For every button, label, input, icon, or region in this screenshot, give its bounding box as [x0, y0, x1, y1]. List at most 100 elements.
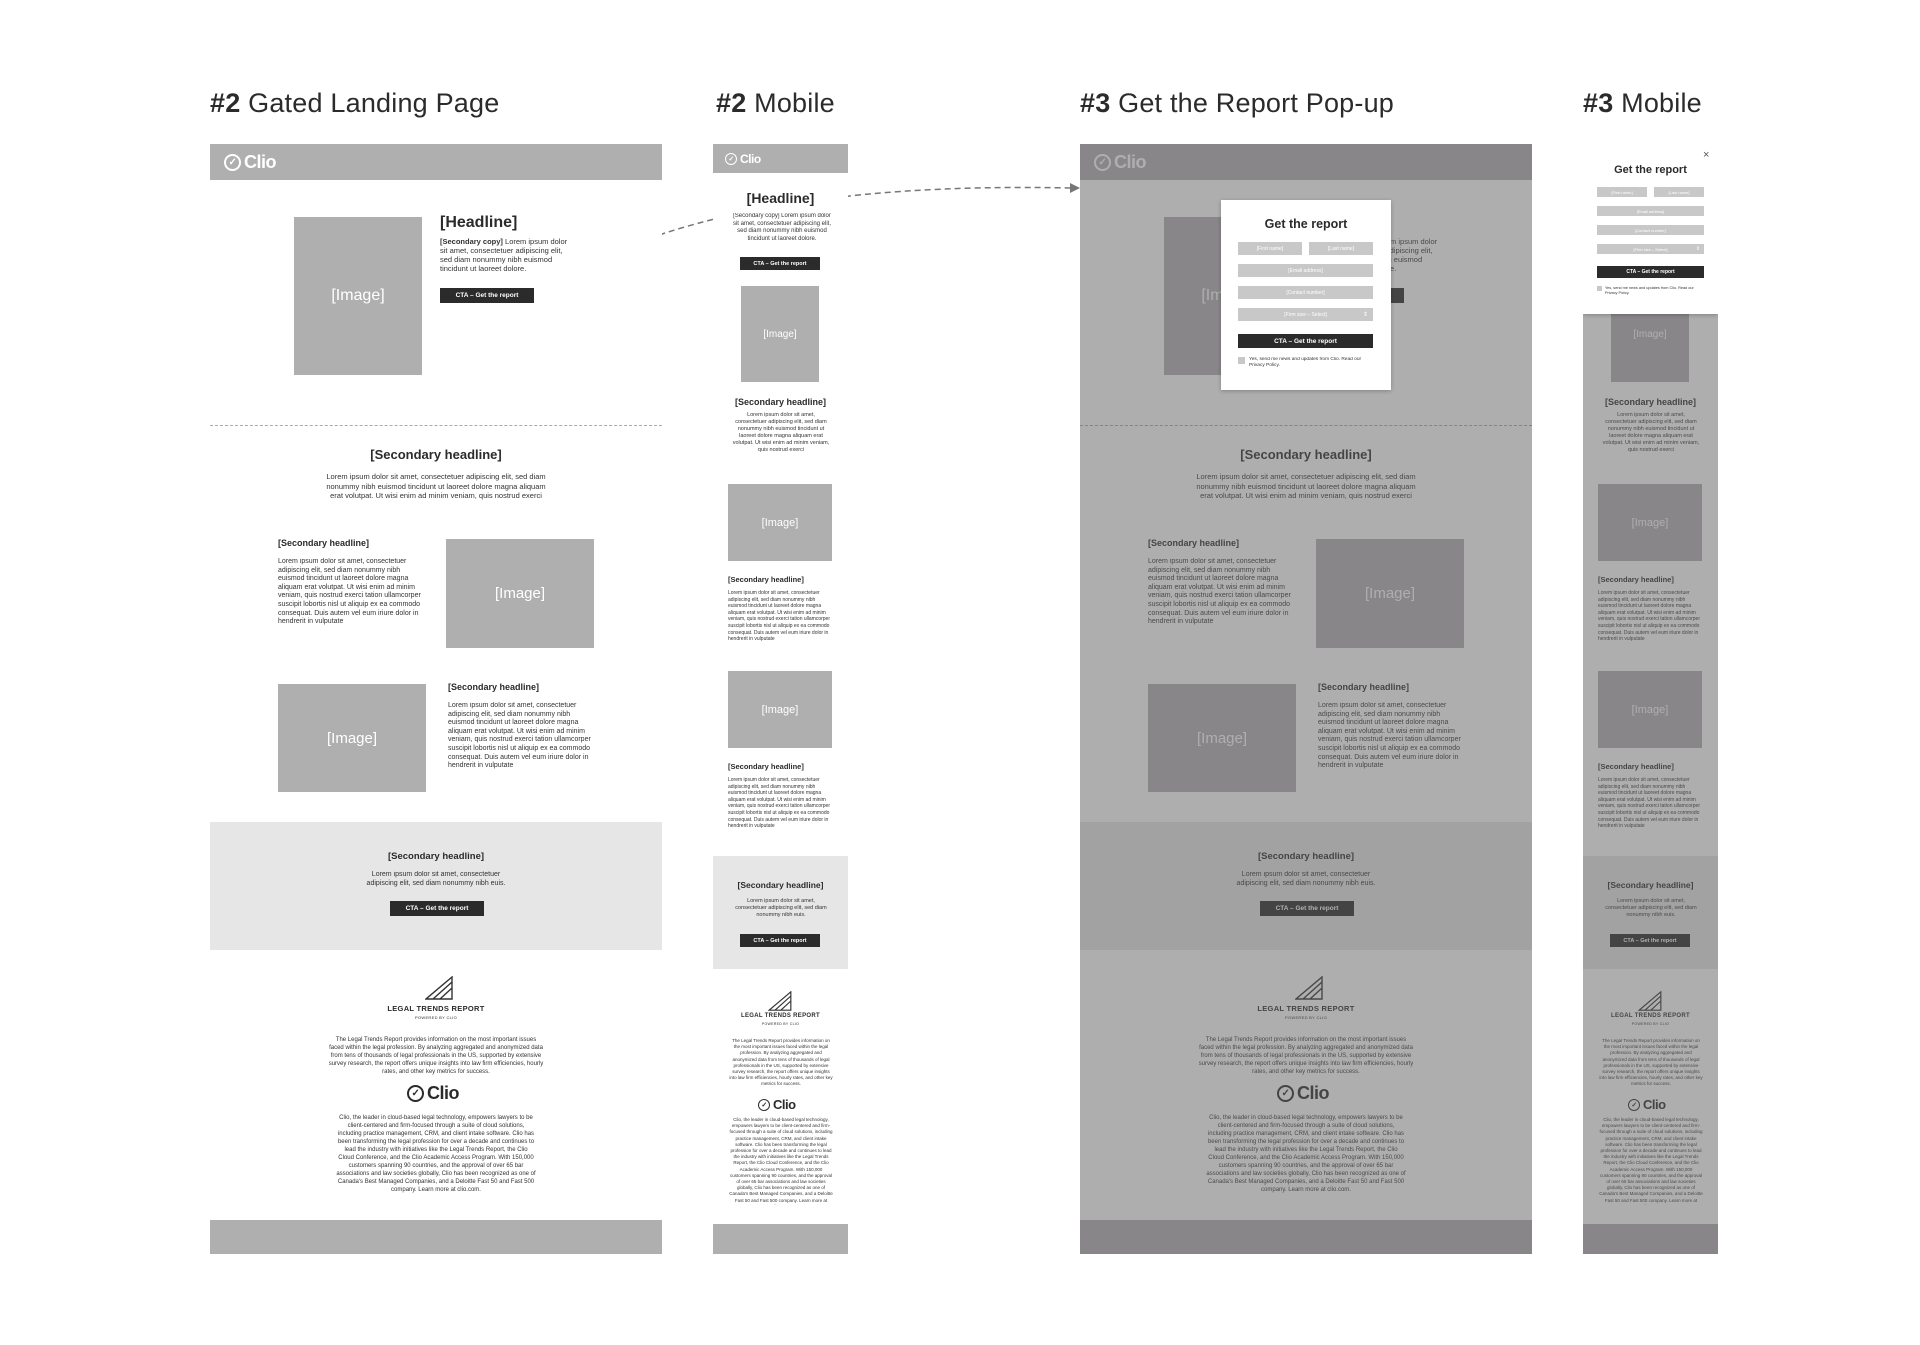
mobile-landing-frame: ✓ Clio [Headline] [Secondary copy] Lorem… [713, 144, 848, 1254]
mobile-legal-trends-icon-path [768, 991, 792, 1011]
popup-desktop-frame: ✓ Clio [Image] [Headline] [Secondary cop… [1080, 144, 1532, 1254]
clio-about-logo: ✓ Clio [407, 1083, 460, 1104]
label-gated-landing: #2 Gated Landing Page [210, 88, 500, 118]
popup-site-header: ✓ Clio [1080, 144, 1532, 180]
label-popup: #3 Get the Report Pop-up [1080, 88, 1395, 118]
popup-bg-feature2-headline: [Secondary headline] [1318, 682, 1410, 692]
popup-mobile-frame: [Image] [Secondary headline] Lorem ipsum… [1583, 144, 1718, 1254]
label-mobile-2: #2 Mobile [716, 88, 835, 118]
popup-m-legal-trends-powered: POWERED BY CLIO [1631, 1022, 1670, 1026]
popup-m-intro-text: Lorem ipsum dolor sit amet, consectetuer… [1602, 412, 1700, 453]
mobile-consent-text: Yes, send me news and updates from Clio.… [1605, 286, 1694, 295]
label-mobile-3: #3 Mobile [1583, 88, 1702, 118]
mobile-header: ✓ Clio [713, 144, 848, 173]
cta-band-text: Lorem ipsum dolor sit amet, consectetuer… [366, 871, 506, 887]
popup-bg-feature2-text: Lorem ipsum dolor sit amet, consectetuer… [1318, 702, 1461, 770]
mobile-intro-text: Lorem ipsum dolor sit amet, consectetuer… [732, 412, 830, 453]
mobile-contact-field[interactable]: [Contact number] [1597, 225, 1704, 235]
popup-m-cta-button: CTA – Get the report [1610, 934, 1690, 947]
popup-bg-legal-trends-icon [1295, 976, 1323, 1000]
feature1-text: Lorem ipsum dolor sit amet, consectetuer… [278, 558, 421, 626]
popup-fold-divider [1080, 425, 1532, 426]
last-name-field[interactable]: [Last name] [1309, 242, 1373, 255]
cta-band: [Secondary headline] Lorem ipsum dolor s… [210, 822, 662, 950]
hero-secondary-copy: [Secondary copy] Lorem ipsum dolor sit a… [440, 237, 568, 273]
site-header: ✓ Clio [210, 144, 662, 180]
contact-field[interactable]: [Contact number] [1238, 286, 1373, 299]
popup-m-legal-trends-title: LEGAL TRENDS REPORT [1611, 1013, 1690, 1019]
mobile-legal-trends-powered: POWERED BY CLIO [761, 1022, 800, 1026]
check-circle-icon: ✓ [1628, 1098, 1640, 1111]
consent-checkbox[interactable] [1238, 357, 1245, 364]
mobile-clio-about-text: Clio, the leader in cloud-based legal te… [729, 1117, 833, 1205]
hero-headline: [Headline] [440, 214, 518, 231]
mobile-feature2-headline: [Secondary headline] [728, 762, 804, 771]
popup-m-feature1-image: [Image] [1598, 484, 1702, 561]
popup-bg-cta-button: CTA – Get the report [1260, 901, 1354, 916]
mobile-cta-headline: [Secondary headline] [737, 880, 824, 890]
mobile-hero-cta[interactable]: CTA – Get the report [740, 257, 820, 270]
feature1-image: [Image] [446, 539, 594, 648]
modal-title: Get the report [1264, 217, 1348, 231]
mobile-cta-button[interactable]: CTA – Get the report [740, 934, 820, 947]
firm-size-select[interactable]: [Firm size – Select] ⇕ [1238, 308, 1373, 321]
mobile-consent-checkbox[interactable] [1597, 286, 1602, 291]
mobile-footer [713, 1224, 848, 1254]
mobile-modal-cta[interactable]: CTA – Get the report [1597, 266, 1704, 278]
popup-m-cta-text: Lorem ipsum dolor sit amet, consectetuer… [1605, 898, 1697, 918]
check-circle-icon: ✓ [758, 1098, 770, 1111]
mobile-intro-headline: [Secondary headline] [734, 397, 827, 407]
mobile-cta-text: Lorem ipsum dolor sit amet, consectetuer… [735, 898, 827, 918]
mobile-first-name-field[interactable]: [First name] [1597, 187, 1647, 197]
popup-m-footer [1583, 1224, 1718, 1254]
popup-bg-legal-trends-title: LEGAL TRENDS REPORT [1257, 1004, 1355, 1013]
popup-m-legal-trends-icon [1638, 991, 1662, 1011]
email-field[interactable]: [Email address] [1238, 264, 1373, 277]
mobile-feature1-image: [Image] [728, 484, 832, 561]
popup-bg-feature1-image: [Image] [1316, 539, 1464, 648]
modal-cta-button[interactable]: CTA – Get the report [1238, 334, 1373, 348]
popup-bg-feature1-headline: [Secondary headline] [1148, 538, 1240, 548]
popup-bg-footer [1080, 1220, 1532, 1254]
check-circle-icon: ✓ [1094, 153, 1111, 171]
feature2-headline: [Secondary headline] [448, 682, 540, 692]
cta-band-headline: [Secondary headline] [387, 851, 485, 862]
mobile-email-field[interactable]: [Email address] [1597, 206, 1704, 216]
close-icon[interactable]: × [1703, 149, 1710, 161]
mobile-legal-trends-text: The Legal Trends Report provides informa… [729, 1038, 833, 1087]
popup-m-clio-logo: ✓ Clio [1628, 1097, 1666, 1112]
legal-trends-text: The Legal Trends Report provides informa… [328, 1037, 544, 1075]
mobile-last-name-field[interactable]: [Last name] [1654, 187, 1704, 197]
popup-m-feature1-headline: [Secondary headline] [1598, 575, 1674, 584]
popup-m-cta-headline: [Secondary headline] [1607, 880, 1694, 890]
feature2-image: [Image] [278, 684, 426, 792]
site-footer [210, 1220, 662, 1254]
check-circle-icon: ✓ [1277, 1085, 1294, 1102]
mobile-firm-size-select[interactable]: [Firm size – Select] ⇕ [1597, 244, 1704, 254]
check-circle-icon: ✓ [725, 152, 737, 165]
mobile-feature2-text: Lorem ipsum dolor sit amet, consectetuer… [728, 777, 830, 830]
clio-logo[interactable]: ✓ Clio [725, 152, 761, 166]
mobile-hero-copy: [Secondary copy] Lorem ipsum dolor sit a… [732, 213, 832, 242]
popup-bg-intro-headline: [Secondary headline] [1240, 447, 1372, 462]
legal-trends-logo-icon-path [425, 976, 453, 1000]
cta-band-button[interactable]: CTA – Get the report [390, 901, 484, 916]
popup-bg-legal-trends-icon-path [1295, 976, 1323, 1000]
legal-trends-powered: POWERED BY CLIO [415, 1015, 457, 1020]
popup-bg-cta-headline: [Secondary headline] [1257, 851, 1355, 862]
mobile-feature2-image: [Image] [728, 671, 832, 748]
popup-m-cta-band: [Secondary headline] Lorem ipsum dolor s… [1583, 856, 1718, 969]
hero-cta-button[interactable]: CTA – Get the report [440, 288, 534, 303]
popup-m-legal-trends-icon-path [1638, 991, 1662, 1011]
first-name-field[interactable]: [First name] [1238, 242, 1302, 255]
clio-logo[interactable]: ✓ Clio [224, 152, 277, 173]
popup-m-legal-trends-text: The Legal Trends Report provides informa… [1599, 1038, 1703, 1087]
clio-logo: ✓ Clio [1094, 152, 1147, 173]
popup-bg-intro-text: Lorem ipsum dolor sit amet, consectetuer… [1196, 472, 1416, 500]
popup-m-intro-headline: [Secondary headline] [1604, 397, 1697, 407]
popup-bg-clio-logo: ✓ Clio [1277, 1083, 1330, 1104]
popup-bg-legal-trends-text: The Legal Trends Report provides informa… [1198, 1037, 1414, 1075]
mobile-modal-title: Get the report [1614, 164, 1687, 176]
popup-m-feature2-text: Lorem ipsum dolor sit amet, consectetuer… [1598, 777, 1700, 830]
mobile-hero-image: [Image] [741, 286, 819, 382]
